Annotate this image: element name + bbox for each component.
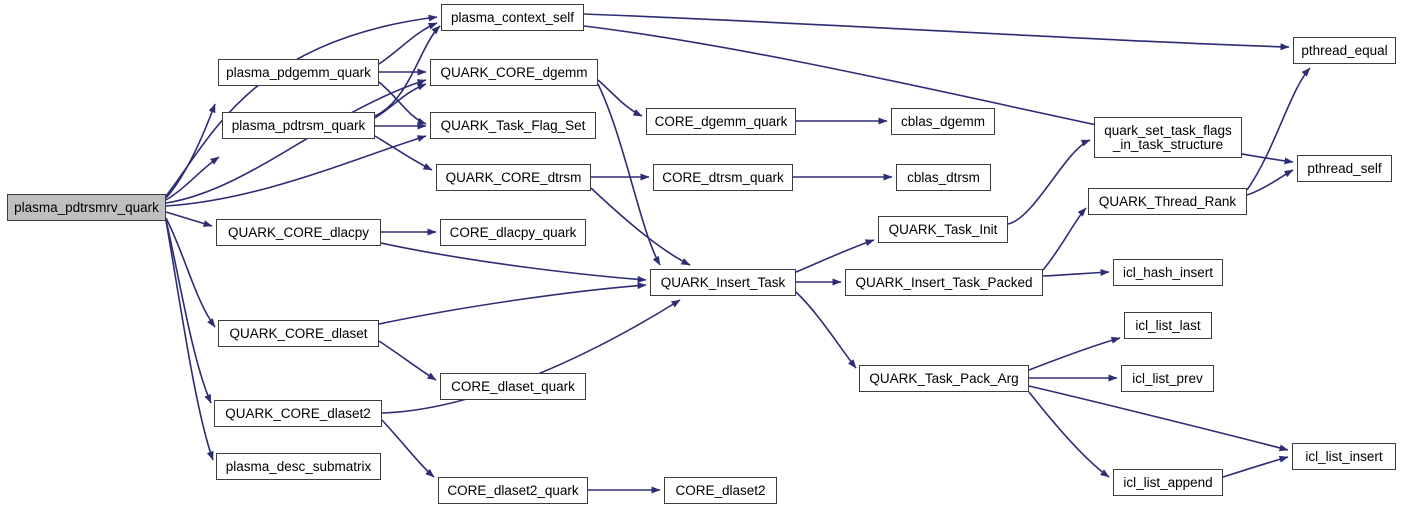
graph-node-plasma_pdtrsm_quark[interactable]: plasma_pdtrsm_quark bbox=[222, 112, 375, 139]
graph-node-label: plasma_desc_submatrix bbox=[225, 458, 372, 474]
graph-node-plasma_pdtrsmrv_quark[interactable]: plasma_pdtrsmrv_quark bbox=[7, 194, 166, 221]
graph-node-QUARK_Thread_Rank[interactable]: QUARK_Thread_Rank bbox=[1088, 188, 1247, 215]
edge-QUARK_CORE_dgemm-to-CORE_dgemm_quark bbox=[597, 79, 643, 117]
graph-node-label: QUARK_Insert_Task bbox=[660, 274, 786, 290]
edge-QUARK_CORE_dlaset2-to-CORE_dlaset2_quark bbox=[381, 419, 435, 478]
graph-node-CORE_dlaset_quark[interactable]: CORE_dlaset_quark bbox=[440, 373, 586, 400]
graph-node-label: quark_set_task_flags _in_task_structure bbox=[1104, 122, 1232, 152]
graph-node-label: QUARK_Task_Pack_Arg bbox=[869, 370, 1019, 386]
edge-QUARK_Thread_Rank-to-pthread_self bbox=[1246, 169, 1294, 196]
graph-node-label: CORE_dlaset2_quark bbox=[447, 482, 579, 498]
graph-node-cblas_dtrsm[interactable]: cblas_dtrsm bbox=[896, 164, 991, 191]
graph-node-label: cblas_dgemm bbox=[900, 113, 986, 129]
edge-plasma_pdtrsmrv_quark-to-QUARK_CORE_dlaset2 bbox=[165, 219, 212, 404]
graph-node-label: cblas_dtrsm bbox=[907, 169, 980, 185]
graph-node-plasma_pdgemm_quark[interactable]: plasma_pdgemm_quark bbox=[218, 59, 379, 86]
graph-node-label: plasma_context_self bbox=[450, 9, 575, 25]
graph-node-label: QUARK_CORE_dlaset bbox=[229, 325, 368, 341]
edge-QUARK_Task_Pack_Arg-to-icl_list_append bbox=[1028, 391, 1110, 478]
edge-plasma_pdtrsmrv_quark-to-QUARK_CORE_dgemm bbox=[165, 79, 427, 204]
graph-node-label: CORE_dlaset_quark bbox=[451, 378, 575, 394]
graph-node-plasma_desc_submatrix[interactable]: plasma_desc_submatrix bbox=[216, 453, 381, 480]
graph-node-QUARK_Task_Init[interactable]: QUARK_Task_Init bbox=[878, 216, 1008, 243]
graph-node-label: QUARK_Task_Init bbox=[888, 221, 998, 237]
edge-plasma_pdgemm_quark-to-plasma_context_self bbox=[378, 22, 438, 65]
graph-node-QUARK_CORE_dlaset[interactable]: QUARK_CORE_dlaset bbox=[218, 320, 379, 347]
graph-node-label: QUARK_Thread_Rank bbox=[1098, 193, 1237, 209]
graph-node-label: icl_list_append bbox=[1123, 474, 1213, 490]
graph-node-CORE_dgemm_quark[interactable]: CORE_dgemm_quark bbox=[646, 108, 796, 135]
edge-plasma_pdtrsmrv_quark-to-QUARK_Task_Flag_Set bbox=[165, 135, 427, 207]
edge-QUARK_Task_Pack_Arg-to-icl_list_insert bbox=[1028, 385, 1289, 452]
graph-node-icl_list_last[interactable]: icl_list_last bbox=[1124, 312, 1212, 339]
graph-node-label: icl_list_last bbox=[1135, 317, 1201, 333]
graph-node-icl_hash_insert[interactable]: icl_hash_insert bbox=[1113, 259, 1223, 286]
graph-node-label: pthread_self bbox=[1307, 160, 1382, 176]
graph-node-label: CORE_dlaset2 bbox=[675, 482, 766, 498]
edge-QUARK_Insert_Task-to-QUARK_Task_Init bbox=[795, 239, 875, 273]
graph-node-icl_list_insert[interactable]: icl_list_insert bbox=[1292, 443, 1396, 470]
edge-QUARK_Insert_Task-to-QUARK_Task_Pack_Arg bbox=[795, 291, 857, 369]
graph-node-QUARK_Task_Flag_Set[interactable]: QUARK_Task_Flag_Set bbox=[430, 112, 596, 139]
edge-plasma_pdtrsmrv_quark-to-QUARK_CORE_dlacpy bbox=[165, 211, 213, 227]
graph-node-QUARK_Insert_Task[interactable]: QUARK_Insert_Task bbox=[650, 269, 796, 296]
graph-node-label: QUARK_Task_Flag_Set bbox=[440, 117, 586, 133]
graph-node-label: QUARK_CORE_dlaset2 bbox=[225, 405, 371, 421]
graph-node-label: CORE_dlacpy_quark bbox=[449, 224, 577, 240]
edge-QUARK_CORE_dlaset-to-QUARK_Insert_Task bbox=[378, 282, 647, 325]
graph-node-label: icl_hash_insert bbox=[1122, 264, 1214, 280]
graph-node-CORE_dlaset2_quark[interactable]: CORE_dlaset2_quark bbox=[438, 477, 588, 504]
edge-QUARK_Insert_Task_Packed-to-icl_hash_insert bbox=[1042, 268, 1110, 277]
graph-node-label: plasma_pdtrsmrv_quark bbox=[14, 199, 159, 215]
edge-icl_list_append-to-icl_list_insert bbox=[1222, 455, 1289, 478]
graph-node-pthread_self[interactable]: pthread_self bbox=[1297, 155, 1392, 182]
edge-QUARK_CORE_dlaset-to-CORE_dlaset_quark bbox=[378, 340, 437, 381]
edge-QUARK_Task_Pack_Arg-to-icl_list_last bbox=[1028, 336, 1121, 371]
graph-node-plasma_context_self[interactable]: plasma_context_self bbox=[441, 4, 584, 31]
edge-plasma_pdtrsmrv_quark-to-plasma_pdtrsm_quark bbox=[165, 156, 220, 201]
graph-node-CORE_dlaset2[interactable]: CORE_dlaset2 bbox=[664, 477, 777, 504]
graph-node-label: icl_list_prev bbox=[1132, 370, 1203, 386]
graph-node-QUARK_CORE_dlacpy[interactable]: QUARK_CORE_dlacpy bbox=[216, 219, 381, 246]
edge-plasma_context_self-to-pthread_equal bbox=[583, 13, 1290, 51]
edge-plasma_pdtrsm_quark-to-QUARK_CORE_dtrsm bbox=[374, 135, 433, 171]
edge-plasma_pdtrsm_quark-to-QUARK_CORE_dgemm bbox=[374, 83, 427, 119]
edge-plasma_pdtrsmrv_quark-to-QUARK_CORE_dlaset bbox=[165, 217, 216, 328]
graph-node-quark_set_task_flags_in_task_structure[interactable]: quark_set_task_flags _in_task_structure bbox=[1094, 117, 1242, 158]
graph-node-label: plasma_pdgemm_quark bbox=[226, 64, 371, 80]
graph-node-label: QUARK_CORE_dgemm bbox=[440, 64, 588, 80]
graph-node-pthread_equal[interactable]: pthread_equal bbox=[1293, 37, 1396, 64]
graph-node-QUARK_Task_Pack_Arg[interactable]: QUARK_Task_Pack_Arg bbox=[859, 365, 1029, 392]
graph-node-QUARK_CORE_dgemm[interactable]: QUARK_CORE_dgemm bbox=[430, 59, 598, 86]
graph-node-QUARK_Insert_Task_Packed[interactable]: QUARK_Insert_Task_Packed bbox=[845, 269, 1043, 296]
edge-plasma_pdtrsmrv_quark-to-plasma_context_self bbox=[165, 14, 438, 197]
edge-QUARK_Insert_Task_Packed-to-QUARK_Thread_Rank bbox=[1042, 207, 1087, 271]
graph-node-label: QUARK_CORE_dlacpy bbox=[227, 224, 370, 240]
edge-plasma_pdtrsmrv_quark-to-plasma_pdgemm_quark bbox=[165, 103, 216, 199]
graph-node-QUARK_CORE_dlaset2[interactable]: QUARK_CORE_dlaset2 bbox=[214, 400, 382, 427]
graph-node-icl_list_append[interactable]: icl_list_append bbox=[1113, 469, 1223, 496]
graph-node-cblas_dgemm[interactable]: cblas_dgemm bbox=[891, 108, 995, 135]
graph-node-label: pthread_equal bbox=[1301, 42, 1388, 58]
graph-node-QUARK_CORE_dtrsm[interactable]: QUARK_CORE_dtrsm bbox=[436, 164, 591, 191]
graph-node-label: plasma_pdtrsm_quark bbox=[231, 117, 366, 133]
graph-node-label: icl_list_insert bbox=[1305, 448, 1383, 464]
graph-node-label: CORE_dgemm_quark bbox=[654, 113, 788, 129]
graph-node-label: QUARK_CORE_dtrsm bbox=[445, 169, 582, 185]
edge-plasma_pdtrsmrv_quark-to-plasma_desc_submatrix bbox=[165, 220, 214, 461]
graph-node-CORE_dlacpy_quark[interactable]: CORE_dlacpy_quark bbox=[440, 219, 586, 246]
edge-plasma_pdgemm_quark-to-QUARK_Task_Flag_Set bbox=[378, 81, 427, 125]
graph-node-icl_list_prev[interactable]: icl_list_prev bbox=[1121, 365, 1214, 392]
edge-QUARK_CORE_dlacpy-to-QUARK_Insert_Task bbox=[380, 242, 647, 283]
edge-QUARK_Task_Init-to-quark_set_task_flags_in_task_structure bbox=[1007, 139, 1091, 225]
graph-node-CORE_dtrsm_quark[interactable]: CORE_dtrsm_quark bbox=[653, 164, 793, 191]
graph-node-label: CORE_dtrsm_quark bbox=[662, 169, 784, 185]
graph-node-label: QUARK_Insert_Task_Packed bbox=[855, 274, 1033, 290]
edge-QUARK_CORE_dtrsm-to-QUARK_Insert_Task bbox=[590, 187, 691, 266]
